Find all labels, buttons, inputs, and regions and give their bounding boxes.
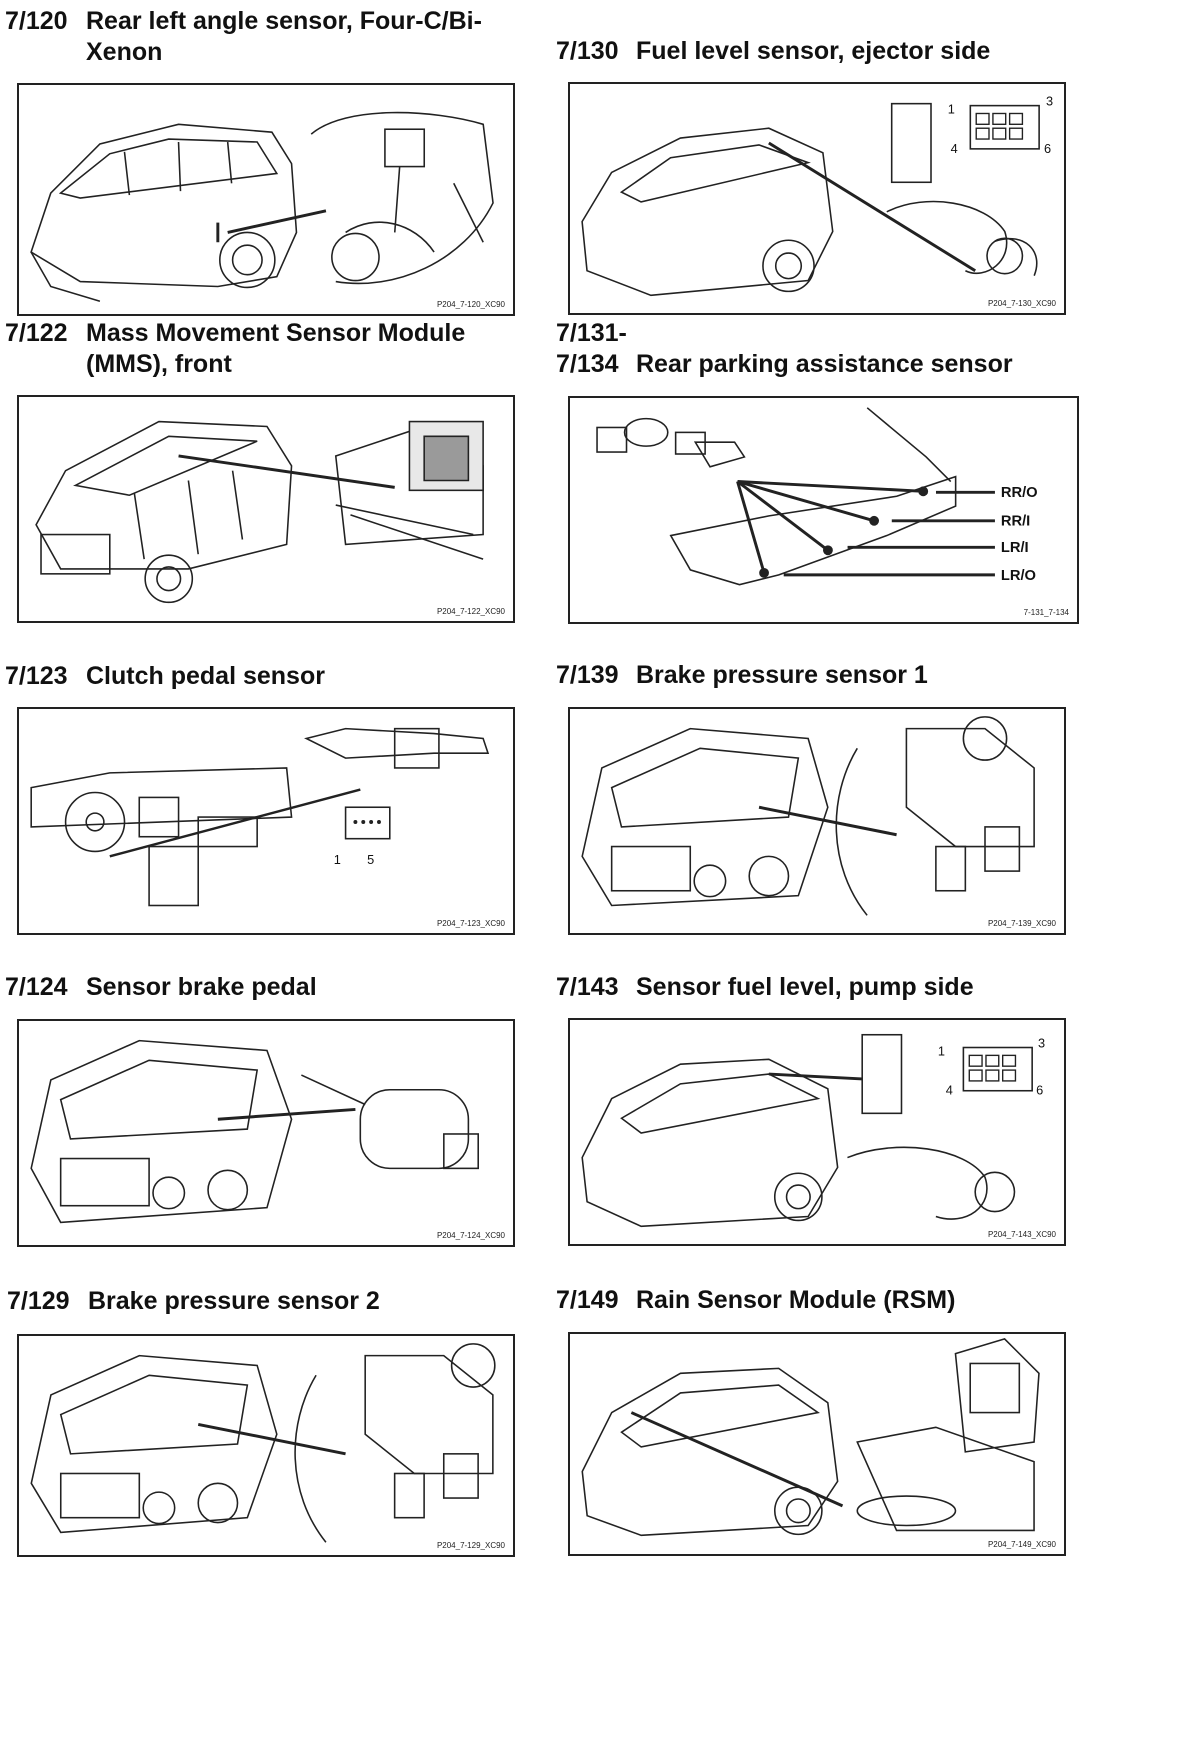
entry-code-end: 7/134: [556, 350, 619, 378]
entry-title: Sensor fuel level, pump side: [636, 973, 974, 1001]
engine-bay-brake-sensor-illustration: [581, 716, 1035, 916]
entry-title: Rain Sensor Module (RSM): [636, 1286, 956, 1314]
entry-title-line2: (MMS), front: [86, 350, 232, 378]
sensor-callout-lr-o: LR/O: [1001, 568, 1036, 584]
pin-label: 1: [938, 1043, 945, 1058]
pin-label: 6: [1044, 141, 1051, 156]
entry-7-129-heading: 7/129 Brake pressure sensor 2: [7, 1286, 527, 1318]
figure-ref: P204_7-129_XC90: [436, 1541, 505, 1550]
figure-ref: P204_7-143_XC90: [987, 1230, 1056, 1239]
fuel-sensor-illustration: 1 3 4 6: [581, 94, 1053, 297]
entry-code: 7/129: [7, 1287, 70, 1315]
pin-label: 4: [951, 141, 958, 156]
entry-code: 7/149: [556, 1286, 619, 1314]
figure-ref: P204_7-122_XC90: [436, 607, 505, 616]
figure-clutch-pedal-sensor: 1 5 P204_7-123_XC90: [17, 707, 515, 935]
entry-title: Clutch pedal sensor: [86, 662, 325, 690]
entry-code: 7/124: [5, 973, 68, 1001]
figure-ref: P204_7-123_XC90: [436, 919, 505, 928]
pin-label: 6: [1036, 1083, 1043, 1098]
figure-fuel-level-sensor-ejector: 1 3 4 6 P204_7-130_XC90: [568, 82, 1066, 315]
pin-label: 5: [367, 852, 374, 867]
fuel-pump-sensor-illustration: 1 3 4 6: [581, 1033, 1045, 1228]
pin-label: 1: [334, 852, 341, 867]
entry-7-143-heading: 7/143 Sensor fuel level, pump side: [556, 972, 1116, 1004]
entry-7-122-heading: 7/122 Mass Movement Sensor Module (MMS),…: [5, 318, 525, 380]
sensor-callout-lr-i: LR/I: [1001, 540, 1029, 556]
engine-bay-brake-pedal-illustration: [30, 1039, 479, 1224]
windshield-rain-sensor-illustration: [581, 1338, 1040, 1537]
entry-code: 7/122: [5, 319, 68, 347]
figure-ref: P204_7-139_XC90: [987, 919, 1056, 928]
entry-title-line1: Mass Movement Sensor Module: [86, 319, 466, 347]
figure-mass-movement-sensor: P204_7-122_XC90: [17, 395, 515, 623]
entry-7-139-heading: 7/139 Brake pressure sensor 1: [556, 660, 1116, 692]
car-side-sensor-illustration: [30, 111, 494, 302]
figure-ref: P204_7-124_XC90: [436, 1231, 505, 1240]
pin-label: 4: [946, 1083, 953, 1098]
figure-sensor-brake-pedal: P204_7-124_XC90: [17, 1019, 515, 1247]
entry-title: Fuel level sensor, ejector side: [636, 37, 991, 65]
figure-ref: P204_7-130_XC90: [987, 299, 1056, 308]
figure-ref: P204_7-120_XC90: [436, 300, 505, 309]
figure-rain-sensor-module: P204_7-149_XC90: [568, 1332, 1066, 1556]
entry-7-149-heading: 7/149 Rain Sensor Module (RSM): [556, 1285, 1116, 1317]
figure-fuel-level-pump-side: 1 3 4 6 P204_7-143_XC90: [568, 1018, 1066, 1246]
entry-title: Rear parking assistance sensor: [636, 350, 1013, 378]
entry-code: 7/131-: [556, 319, 627, 347]
entry-7-130-heading: 7/130 Fuel level sensor, ejector side: [556, 36, 1116, 68]
entry-title: Brake pressure sensor 2: [88, 1287, 380, 1315]
sensor-callout-rr-o: RR/O: [1001, 485, 1038, 501]
entry-code: 7/130: [556, 37, 619, 65]
entry-code: 7/120: [5, 7, 68, 35]
figure-rear-left-angle-sensor: P204_7-120_XC90: [17, 83, 515, 316]
entry-code: 7/143: [556, 973, 619, 1001]
figure-ref: 7-131_7-134: [1023, 608, 1069, 617]
sensor-callout-rr-i: RR/I: [1001, 514, 1030, 530]
entry-7-124-heading: 7/124 Sensor brake pedal: [5, 972, 525, 1004]
pin-label: 3: [1038, 1036, 1045, 1051]
pin-label: 1: [948, 101, 955, 116]
bumper-sensor-illustration: RR/O RR/I LR/I LR/O: [596, 407, 1038, 586]
entry-code: 7/123: [5, 662, 68, 690]
entry-code: 7/139: [556, 661, 619, 689]
dashboard-clutch-illustration: 1 5: [30, 727, 490, 907]
pin-label: 3: [1046, 94, 1053, 109]
entry-7-120-heading: 7/120 Rear left angle sensor, Four-C/Bi-…: [5, 6, 505, 68]
entry-title: Brake pressure sensor 1: [636, 661, 928, 689]
figure-brake-pressure-sensor-1: P204_7-139_XC90: [568, 707, 1066, 935]
engine-bay-brake-sensor-2-illustration: [30, 1343, 496, 1543]
car-rear-mms-illustration: [35, 420, 484, 604]
entry-7-131-heading: 7/131- 7/134 Rear parking assistance sen…: [556, 318, 1116, 380]
figure-rear-parking-sensors: RR/O RR/I LR/I LR/O 7-131_7-134: [568, 396, 1079, 624]
figure-brake-pressure-sensor-2: P204_7-129_XC90: [17, 1334, 515, 1557]
figure-ref: P204_7-149_XC90: [987, 1540, 1056, 1549]
entry-title: Sensor brake pedal: [86, 973, 317, 1001]
entry-title-line1: Rear left angle sensor, Four-C/Bi-: [86, 7, 482, 35]
entry-title-line2: Xenon: [86, 38, 163, 66]
entry-7-123-heading: 7/123 Clutch pedal sensor: [5, 661, 525, 693]
